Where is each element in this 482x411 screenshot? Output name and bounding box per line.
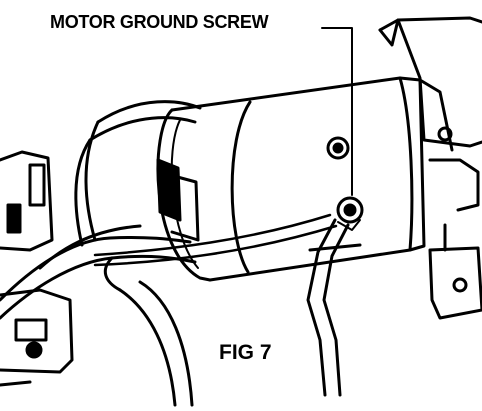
harness-cable (0, 100, 202, 407)
callout-leader-line (321, 27, 353, 196)
callout-label: MOTOR GROUND SCREW (50, 12, 269, 32)
mounting-bracket (378, 16, 482, 320)
figure-label: FIG 7 (219, 341, 272, 364)
ground-wire (93, 213, 350, 397)
motor-ground-screw (336, 196, 364, 231)
motor-housing (156, 76, 426, 282)
